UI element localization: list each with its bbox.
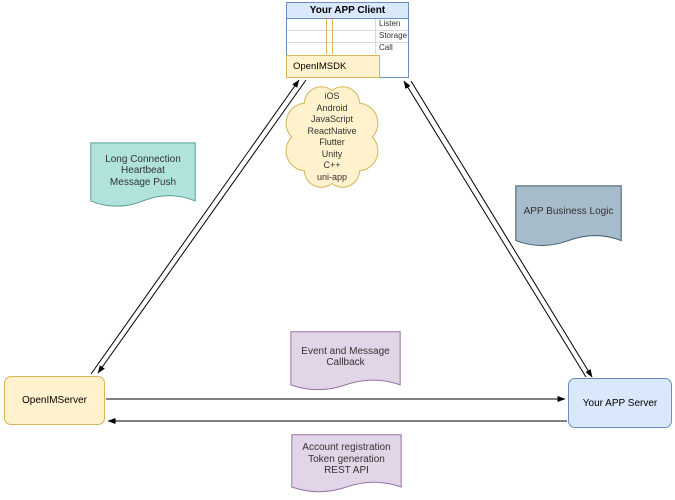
platform-item: Unity bbox=[321, 148, 343, 159]
platform-list: iOS Android JavaScript ReactNative Flutt… bbox=[281, 82, 383, 192]
note-text: Long Connection Heartbeat Message Push bbox=[90, 142, 196, 212]
document-shape bbox=[291, 434, 402, 497]
openim-server-node: OpenIMServer bbox=[4, 376, 105, 425]
note-long-connection: Long Connection Heartbeat Message Push bbox=[90, 142, 196, 212]
your-app-server-node: Your APP Server bbox=[568, 378, 672, 428]
document-shape bbox=[290, 331, 401, 395]
note-app-business-logic: APP Business Logic bbox=[515, 185, 622, 251]
note-account-rest-api: Account registration Token generation RE… bbox=[291, 434, 402, 497]
client-interface-row: Listen bbox=[287, 19, 408, 31]
client-body: Listen Storage Call OpenIMSDK bbox=[286, 19, 408, 78]
platform-item: uni-app bbox=[316, 171, 348, 182]
platform-item: ReactNative bbox=[307, 125, 357, 136]
platform-item: JavaScript bbox=[310, 114, 354, 124]
note-line: Event and Message bbox=[301, 345, 390, 357]
note-text: Account registration Token generation RE… bbox=[291, 434, 402, 497]
client-column-divider bbox=[326, 19, 333, 54]
note-line: Heartbeat bbox=[121, 165, 165, 177]
client-interface-storage: Storage bbox=[375, 31, 408, 42]
platform-cloud: iOS Android JavaScript ReactNative Flutt… bbox=[281, 82, 383, 192]
note-line: Callback bbox=[326, 357, 365, 368]
client-interface-listen: Listen bbox=[375, 19, 408, 30]
note-text: Event and Message Callback bbox=[290, 331, 401, 395]
note-event-callback: Event and Message Callback bbox=[290, 331, 401, 395]
platform-item: C++ bbox=[323, 160, 341, 170]
note-text: APP Business Logic bbox=[515, 185, 622, 251]
connector-openimserver-to-sdk bbox=[90, 79, 300, 375]
platform-item: Flutter bbox=[319, 137, 345, 147]
note-line: REST API bbox=[324, 465, 369, 477]
platform-item: iOS bbox=[324, 91, 340, 101]
connector-sdk-to-openimserver bbox=[97, 79, 307, 374]
note-line: Long Connection bbox=[105, 153, 181, 165]
client-interface-row: Call bbox=[287, 43, 408, 54]
note-line: APP Business Logic bbox=[523, 206, 614, 218]
your-app-client-node: Your APP Client Listen Storage Call Open… bbox=[286, 2, 409, 78]
note-line: Token generation bbox=[308, 453, 385, 465]
note-line: Account registration bbox=[302, 442, 391, 454]
openimsdk-node: OpenIMSDK bbox=[286, 55, 380, 78]
platform-item: Android bbox=[316, 102, 348, 113]
client-interface-row: Storage bbox=[287, 31, 408, 43]
note-line: Message Push bbox=[109, 176, 177, 188]
client-title: Your APP Client bbox=[287, 3, 408, 19]
client-interface-call: Call bbox=[375, 43, 408, 54]
